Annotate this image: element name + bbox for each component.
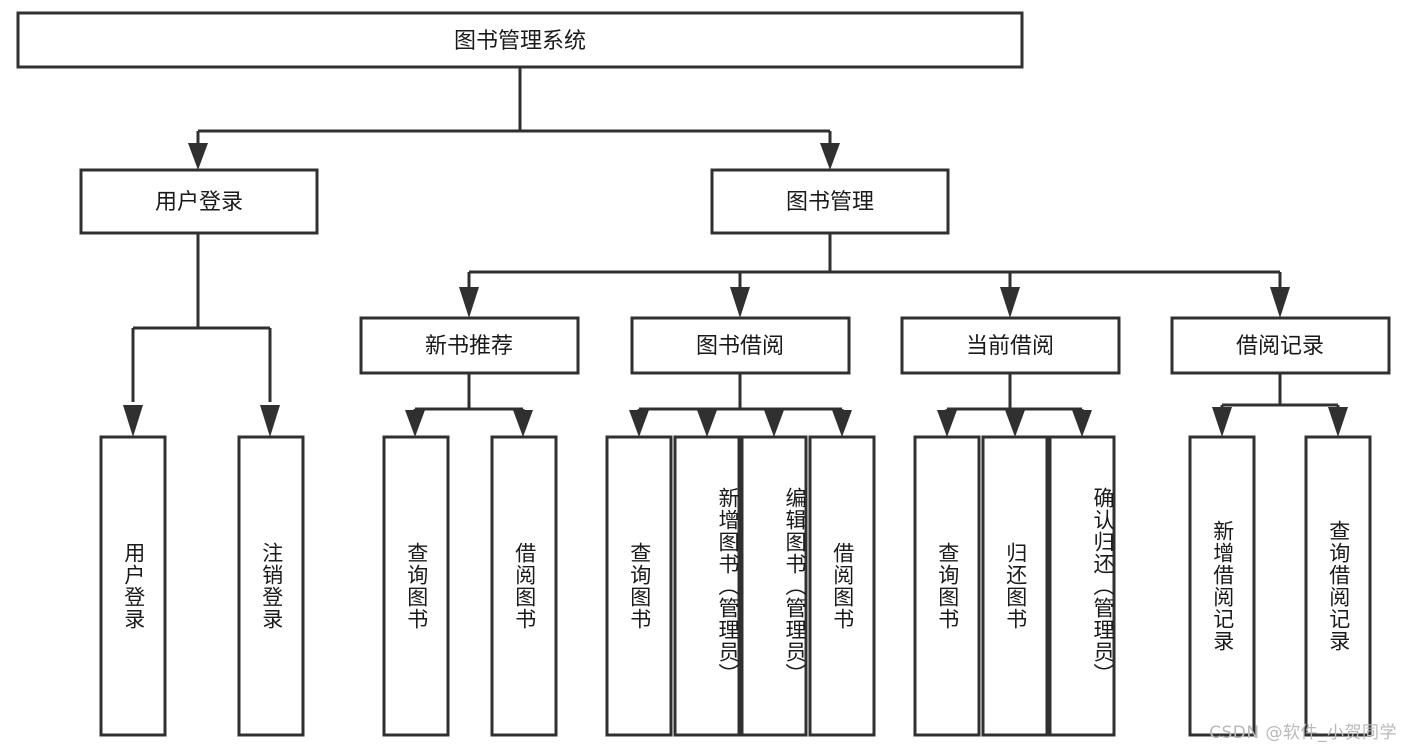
connector-group-current-borrow [937, 373, 1092, 437]
arrowhead-leaf-query-book-2 [629, 410, 649, 437]
arrowhead-leaf-add-book [697, 410, 717, 437]
node-current-borrow-box[interactable] [900, 316, 1121, 375]
node-book-borrow[interactable]: 图书借阅 [630, 316, 851, 375]
arrowhead-user-login [188, 143, 208, 170]
arrowhead-current-borrow [1000, 287, 1020, 318]
leaf-user-login-box[interactable] [99, 435, 167, 737]
node-user-login[interactable]: 用户登录 [79, 168, 319, 235]
leaf-add-record-box[interactable] [1188, 435, 1256, 737]
arrowhead-new-book-recommend [459, 287, 479, 318]
node-borrow-record-label: 借阅记录 [1236, 334, 1324, 359]
connector-group-root [188, 67, 840, 170]
leaf-borrow-book-2-box[interactable] [808, 435, 876, 737]
connector-group-borrow-record [1212, 373, 1348, 437]
arrowhead-book-borrow [730, 287, 750, 318]
node-user-login-box[interactable] [79, 168, 319, 235]
arrowhead-leaf-query-record [1328, 407, 1348, 437]
leaf-return-book-box[interactable] [981, 435, 1049, 737]
node-current-borrow-label: 当前借阅 [966, 334, 1054, 359]
node-book-manage-label: 图书管理 [786, 190, 874, 215]
arrowhead-leaf-borrow-book-2 [832, 410, 852, 437]
connector-group-book-borrow [629, 373, 852, 437]
arrowhead-leaf-query-book-1 [405, 410, 425, 437]
arrowhead-leaf-edit-book [764, 410, 784, 437]
node-book-borrow-label: 图书借阅 [696, 334, 784, 359]
leaf-box-group [99, 435, 1372, 737]
connector-group-user-login [123, 233, 280, 437]
connector-group-new-book-recommend [405, 373, 533, 437]
leaf-confirm-return-box[interactable] [1048, 435, 1116, 737]
node-book-borrow-box[interactable] [630, 316, 851, 375]
leaf-query-record-box[interactable] [1304, 435, 1372, 737]
node-root[interactable]: 图书管理系统 [16, 11, 1024, 69]
arrowhead-borrow-record [1270, 287, 1290, 318]
node-new-book-recommend-label: 新书推荐 [425, 334, 513, 359]
leaf-user-logout-box[interactable] [237, 435, 305, 737]
node-user-login-label: 用户登录 [155, 190, 243, 215]
node-current-borrow[interactable]: 当前借阅 [900, 316, 1121, 375]
leaf-query-book-1-box[interactable] [382, 435, 450, 737]
watermark-text: CSDN @软件_小贺同学 [1209, 723, 1397, 743]
arrowhead-book-manage [820, 143, 840, 170]
node-root-box[interactable] [16, 11, 1024, 69]
connector-group-book-manage [459, 233, 1290, 318]
arrowhead-leaf-confirm-return [1072, 410, 1092, 437]
arrowhead-leaf-add-record [1212, 407, 1232, 437]
arrowhead-leaf-user-logout [260, 405, 280, 437]
leaf-add-book-box[interactable] [673, 435, 741, 737]
node-root-label: 图书管理系统 [454, 29, 586, 54]
leaf-query-book-3-box[interactable] [913, 435, 981, 737]
arrowhead-leaf-borrow-book-1 [513, 410, 533, 437]
leaf-query-book-2-box[interactable] [605, 435, 673, 737]
leaf-borrow-book-1-box[interactable] [490, 435, 558, 737]
node-book-manage[interactable]: 图书管理 [710, 168, 950, 235]
node-book-manage-box[interactable] [710, 168, 950, 235]
node-borrow-record-box[interactable] [1170, 316, 1391, 375]
node-borrow-record[interactable]: 借阅记录 [1170, 316, 1391, 375]
leaf-edit-book-box[interactable] [740, 435, 808, 737]
node-new-book-recommend[interactable]: 新书推荐 [359, 316, 580, 375]
node-new-book-recommend-box[interactable] [359, 316, 580, 375]
arrowhead-leaf-user-login [123, 405, 143, 437]
arrowhead-leaf-return-book [1005, 410, 1025, 437]
arrowhead-leaf-query-book-3 [937, 410, 957, 437]
